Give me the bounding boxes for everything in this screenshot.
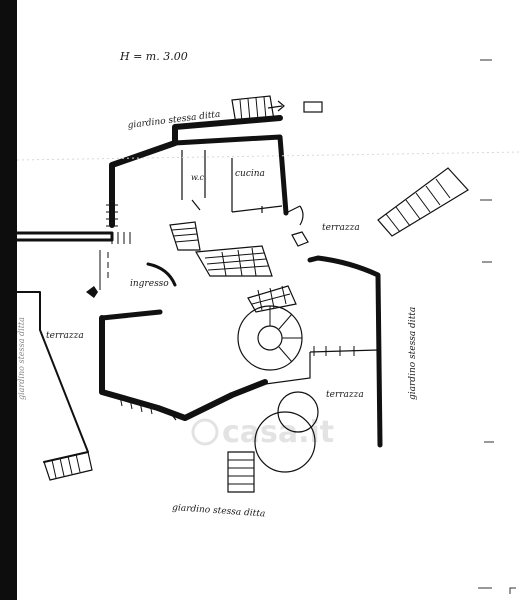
stair-north-external <box>231 95 285 125</box>
wall-entrance-south <box>99 309 163 321</box>
stair-south <box>227 451 255 493</box>
entrance-arrow-icon <box>86 286 98 298</box>
stair-north-east <box>377 167 469 237</box>
corner-mark <box>509 587 516 594</box>
wall-left-external <box>15 231 114 242</box>
wall-kitchen-door <box>285 205 304 226</box>
label-terrace-left: terrazza <box>46 331 84 341</box>
wall-terrace-south <box>257 352 311 386</box>
wall-south-west <box>99 315 268 421</box>
column-north <box>303 101 323 113</box>
stair-south-west <box>43 451 93 481</box>
label-terrace-top-right: terrazza <box>322 223 360 233</box>
watermark-logo <box>191 418 219 446</box>
round-planter-large <box>254 411 316 473</box>
round-planter-small <box>277 391 319 433</box>
label-garden-left: giardino stessa ditta <box>17 317 26 400</box>
watermark-text: casa.it <box>222 415 334 450</box>
wall-kitchen-partitions <box>204 150 283 213</box>
window-south-west <box>119 395 153 415</box>
height-note: H = m. 3.00 <box>119 50 188 63</box>
label-garden-bottom: giardino stessa ditta <box>172 503 266 519</box>
wall-south-detail <box>167 391 241 421</box>
scan-fold-line <box>16 151 522 161</box>
stair-spiral <box>237 285 303 371</box>
window-left <box>111 232 131 244</box>
scan-border <box>0 0 17 600</box>
wall-entrance-curve <box>146 262 177 287</box>
wall-terrace-right <box>307 255 383 448</box>
wall-terrace-left <box>16 291 89 463</box>
scan-ticks <box>478 59 494 589</box>
label-terrace-bottom-right: terrazza <box>326 390 364 400</box>
entrance-grille <box>99 250 109 290</box>
label-entrance: ingresso <box>130 279 169 289</box>
wall-terrace-divider <box>309 349 379 353</box>
column-small <box>291 231 309 247</box>
wall-kitchen-north <box>172 134 289 216</box>
wall-wc-partition <box>181 150 201 211</box>
label-kitchen: cucina <box>235 169 265 179</box>
stair-central <box>195 245 273 277</box>
label-garden-right: giardino stessa ditta <box>408 307 418 400</box>
window-west-upper <box>106 204 118 227</box>
window-terrace <box>313 346 355 356</box>
stair-upper-left <box>169 221 201 251</box>
arrow-north-stair <box>267 100 285 112</box>
label-wc: w.c. <box>191 173 206 182</box>
